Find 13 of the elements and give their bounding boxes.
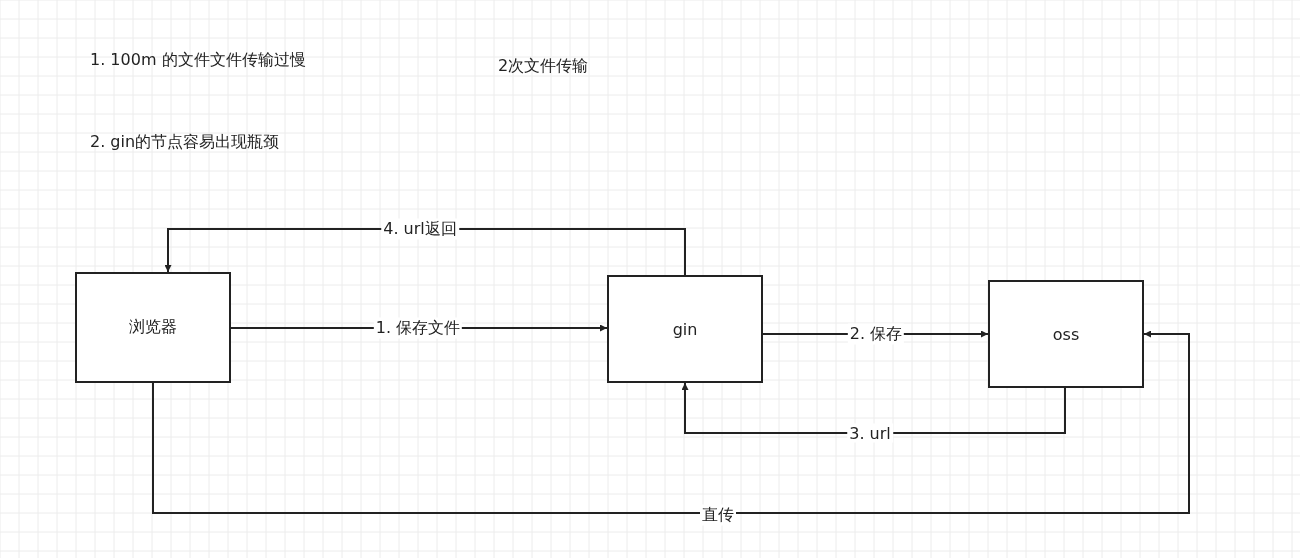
edge-label: 3. url — [847, 423, 893, 443]
edge-label: 4. url返回 — [381, 218, 459, 240]
edge-label: 2. 保存 — [847, 323, 905, 345]
process-box: 浏览器 — [75, 272, 231, 383]
process-box: oss — [988, 280, 1144, 388]
arrow — [152, 330, 1190, 514]
arrow — [681, 382, 1066, 434]
note-text: 1. 100m 的文件文件传输过慢 — [90, 50, 306, 71]
edge-label: 1. 保存文件 — [373, 317, 463, 339]
note-text: 2. gin的节点容易出现瓶颈 — [90, 132, 280, 153]
process-box: gin — [607, 275, 763, 383]
note-text: 2次文件传输 — [498, 56, 589, 77]
edge-label: 直传 — [700, 504, 736, 526]
